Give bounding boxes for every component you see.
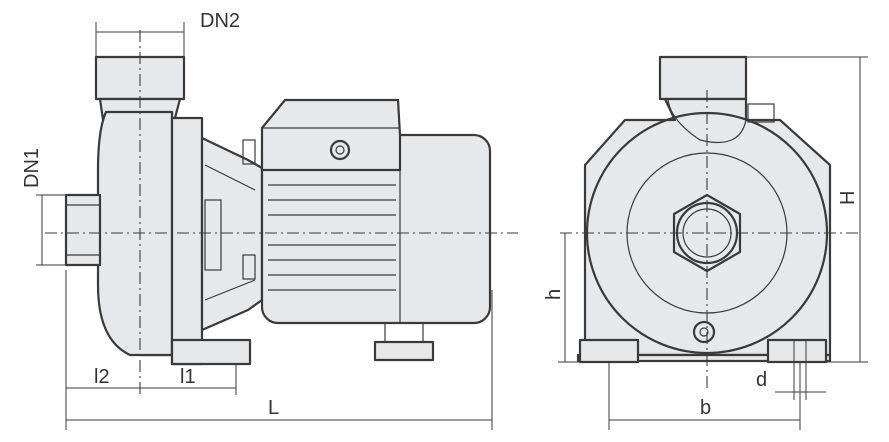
front-outlet-flange — [658, 55, 748, 101]
pump-front-view — [576, 55, 832, 364]
adapter-housing — [200, 136, 264, 332]
motor-fins — [268, 184, 396, 291]
cable-gland — [329, 139, 351, 161]
label-dn1: DN1 — [21, 148, 43, 188]
label-l2: l2 — [94, 366, 110, 388]
label-H: H — [837, 191, 859, 205]
pump-bracket — [170, 116, 204, 366]
drain-plug — [692, 320, 716, 344]
motor-foot — [373, 340, 435, 362]
label-dn2: DN2 — [200, 10, 240, 32]
inlet-nozzle — [64, 193, 102, 267]
side-dimensions — [36, 22, 493, 430]
label-l1: l1 — [180, 366, 196, 388]
front-dimensions — [558, 56, 868, 430]
label-h: h — [543, 289, 565, 300]
pump-side-view — [64, 55, 492, 366]
front-foot-right — [766, 338, 828, 364]
front-foot-left — [578, 338, 640, 364]
label-L: L — [268, 397, 279, 419]
label-d: d — [756, 369, 767, 391]
label-b: b — [700, 397, 711, 419]
terminal-box — [260, 98, 402, 172]
bracket-foot — [170, 338, 252, 366]
front-base — [576, 353, 832, 363]
